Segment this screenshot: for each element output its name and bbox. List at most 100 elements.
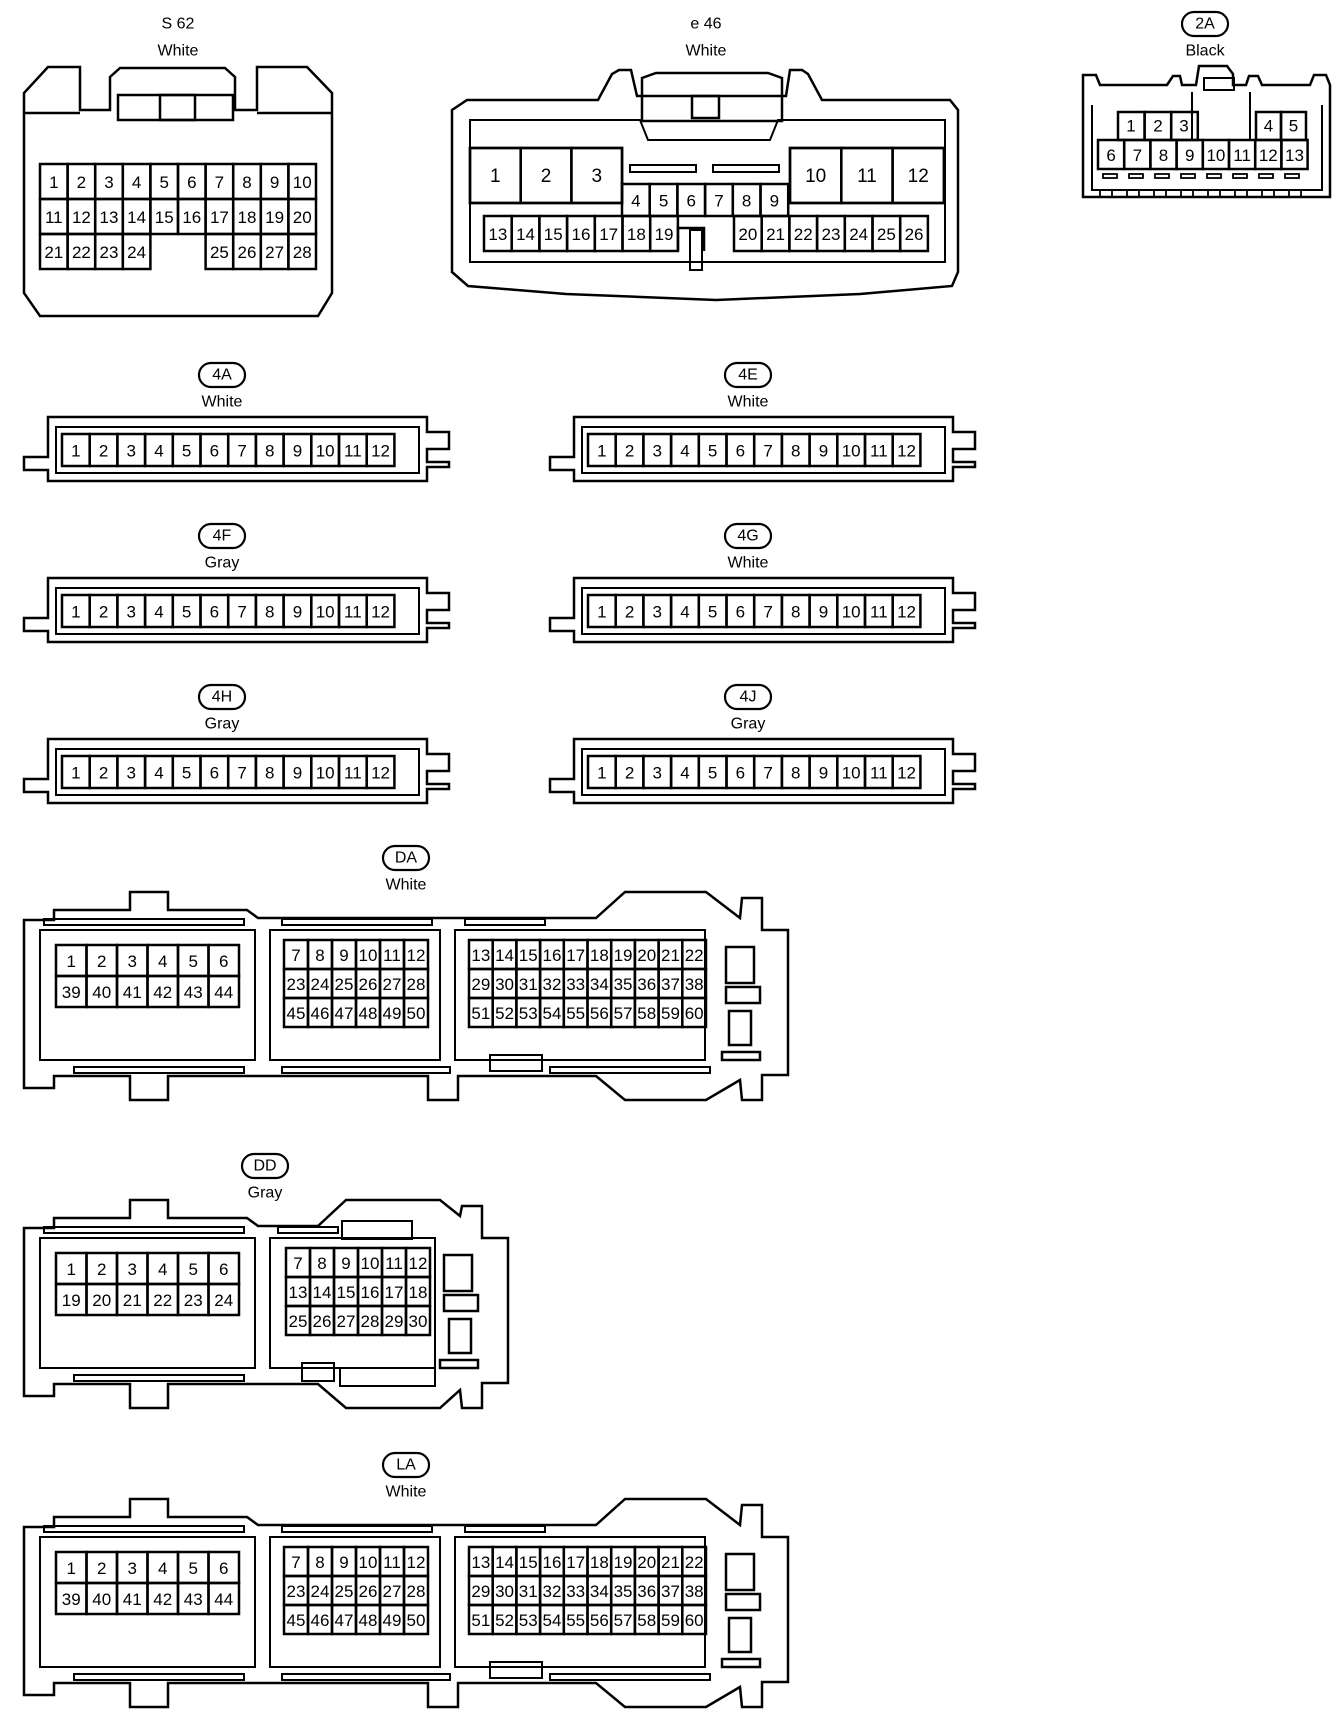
pin-cell: 19 (609, 938, 637, 971)
pin-number: 18 (409, 1283, 428, 1302)
pin-number: 4 (154, 764, 163, 783)
pin-number: 28 (361, 1312, 380, 1331)
pin-cell: 31 (515, 1574, 542, 1607)
pin-cell: 5 (697, 593, 728, 629)
connector-code-badge (1180, 10, 1230, 38)
pin-cell: 2 (85, 1251, 119, 1286)
pin-cell: 11 (380, 1246, 408, 1279)
pin-cell: 58 (633, 996, 660, 1029)
pin-number: 8 (791, 764, 800, 783)
pin-number: 31 (519, 1582, 538, 1601)
pin-cell: 14 (308, 1275, 336, 1308)
connector-code: DD (253, 1158, 276, 1175)
pin-number: 6 (187, 173, 196, 192)
pin-cell: 2 (614, 593, 645, 629)
pin-number: 1 (597, 603, 606, 622)
pin-number: 3 (128, 952, 137, 971)
pin-cell: 19 (648, 214, 680, 253)
pin-cell: 6 (199, 593, 230, 629)
pin-cell: 1 (54, 1550, 88, 1585)
pin-cell: 26 (354, 1574, 382, 1607)
pin-number: 2 (1153, 117, 1162, 136)
pin-cell: 2 (85, 1550, 119, 1585)
pin-cell: 3 (642, 432, 673, 468)
pin-cell: 12 (891, 593, 922, 629)
pin-number: 19 (655, 225, 674, 244)
pin-cell: 11 (337, 593, 368, 629)
pin-number: 53 (519, 1611, 538, 1630)
pin-cell: 16 (176, 197, 207, 236)
pin-number: 47 (335, 1611, 354, 1630)
pin-number: 29 (385, 1312, 404, 1331)
pin-number: 36 (637, 1582, 656, 1601)
pin-cell: 8 (1149, 138, 1178, 171)
pin-number: 10 (842, 764, 861, 783)
pin-number: 24 (849, 225, 868, 244)
pin-number: 8 (791, 442, 800, 461)
pin-number: 5 (659, 192, 668, 211)
pin-number: 59 (661, 1004, 680, 1023)
pin-number: 10 (842, 603, 861, 622)
pin-cell: 7 (703, 182, 735, 218)
pin-number: 23 (287, 975, 306, 994)
connector-code: LA (396, 1457, 416, 1474)
pin-number: 51 (471, 1611, 490, 1630)
pin-cell: 58 (633, 1603, 660, 1636)
pin-cell: 50 (402, 996, 430, 1029)
pin-cell: 47 (330, 996, 358, 1029)
pin-number: 16 (571, 225, 590, 244)
pin-number: 10 (316, 603, 335, 622)
pin-number: 57 (614, 1611, 633, 1630)
pin-cell: 23 (815, 214, 847, 253)
pin-number: 8 (1159, 146, 1168, 165)
pin-number: 32 (542, 1582, 561, 1601)
pin-cell: 27 (259, 232, 290, 271)
pin-cell: 41 (115, 1581, 149, 1616)
pin-cell: 22 (146, 1282, 180, 1317)
pin-cell: 12 (891, 754, 922, 790)
pin-cell: 40 (85, 974, 119, 1009)
pin-cell: 15 (515, 1545, 542, 1578)
pin-cell: 28 (402, 1574, 430, 1607)
pin-cell: 21 (657, 1545, 684, 1578)
pin-cell: 4 (146, 1550, 180, 1585)
pin-number: 11 (385, 1254, 403, 1273)
pin-number: 9 (339, 946, 348, 965)
pin-number: 9 (819, 442, 828, 461)
pin-number: 10 (1206, 146, 1225, 165)
pin-number: 18 (590, 946, 609, 965)
pin-cell: 43 (176, 1581, 210, 1616)
pin-number: 35 (614, 975, 633, 994)
pin-cell: 10 (356, 1246, 384, 1279)
pin-cell: 16 (538, 938, 566, 971)
pin-number: 6 (210, 442, 219, 461)
pin-number: 53 (519, 1004, 538, 1023)
pin-cell: 4 (143, 593, 175, 629)
pin-cell: 18 (621, 214, 652, 253)
pin-cell: 49 (378, 1603, 406, 1636)
pin-cell: 2 (85, 943, 119, 978)
pin-cell: 2 (519, 146, 573, 205)
pin-number: 8 (265, 603, 274, 622)
pin-cell: 4 (143, 754, 175, 790)
pin-number: 7 (763, 764, 772, 783)
pin-cell: 26 (231, 232, 263, 271)
pin-number: 1 (67, 1260, 76, 1279)
pin-number: 12 (407, 946, 426, 965)
pin-number: 19 (614, 1553, 633, 1572)
pin-cell: 49 (378, 996, 406, 1029)
pin-number: 3 (104, 173, 113, 192)
pin-cell: 41 (115, 974, 149, 1009)
pin-number: 27 (383, 975, 402, 994)
pin-number: 25 (335, 975, 354, 994)
pin-cell: 2 (614, 754, 645, 790)
pin-number: 2 (99, 442, 108, 461)
pin-number: 55 (566, 1004, 585, 1023)
pin-number: 8 (315, 946, 324, 965)
pin-cell: 22 (681, 1545, 708, 1578)
pin-number: 10 (359, 1553, 378, 1572)
pin-cell: 50 (402, 1603, 430, 1636)
connector-code: 4J (740, 689, 757, 706)
